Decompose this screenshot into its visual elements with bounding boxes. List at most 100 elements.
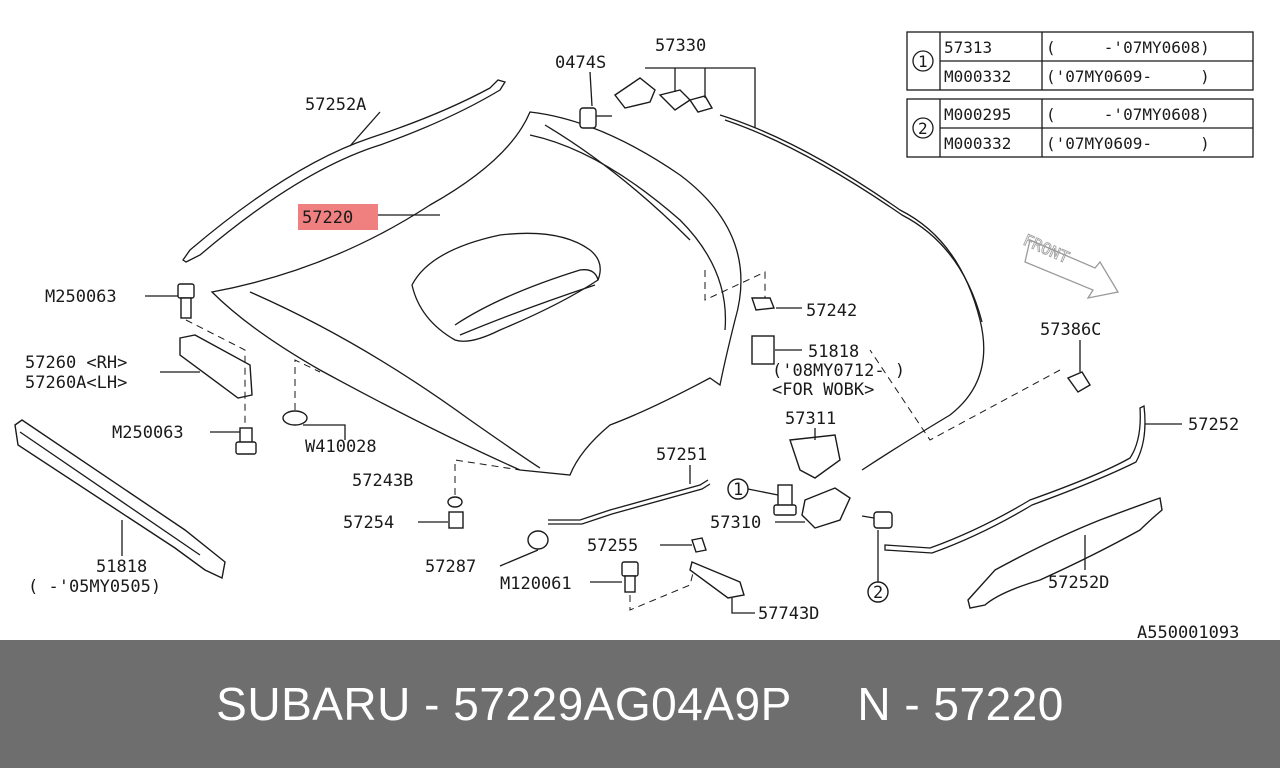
lock-clip-2-57330 <box>688 95 714 113</box>
bracket-57260 <box>179 334 253 399</box>
label-51818-upper-note1: ('08MY0712- ) <box>772 361 905 381</box>
bolt-m120061 <box>621 561 639 577</box>
label-51818-lower-note: ( -'05MY0505) <box>28 577 161 597</box>
buffer-57254 <box>448 511 464 529</box>
holder-57255 <box>691 537 707 553</box>
seal-57252d <box>967 497 1163 609</box>
hood-scoop-inner <box>454 269 599 326</box>
label-57251: 57251 <box>656 445 707 465</box>
table-1-marker <box>912 50 934 72</box>
lock-bracket-57330 <box>613 77 656 109</box>
bolt-m250063-upper-shank <box>180 297 192 319</box>
label-57243b: 57243B <box>352 471 413 491</box>
label-57242: 57242 <box>806 301 857 321</box>
lock-clip-57330 <box>658 89 692 111</box>
bolt-m120061-shank <box>624 575 636 593</box>
label-57254: 57254 <box>343 513 394 533</box>
label-51818-upper: 51818 <box>808 342 859 362</box>
label-57252a: 57252A <box>305 95 366 115</box>
leader-w410028 <box>303 424 346 440</box>
label-57386c: 57386C <box>1040 320 1101 340</box>
footer-banner: SUBARU - 57229AG04A9P N - 57220 <box>0 640 1280 768</box>
leader-57330 <box>645 67 756 128</box>
table-2-row-1-part: M000295 <box>944 105 1011 124</box>
label-57220: 57220 <box>302 208 353 228</box>
label-57310: 57310 <box>710 513 761 533</box>
front-label: FRONT <box>1020 230 1072 267</box>
bolt-m250063-lower-head <box>235 441 257 455</box>
seal-51818-lower <box>14 419 226 580</box>
hood-57220 <box>210 111 742 476</box>
hood-scoop <box>411 232 601 342</box>
grommet-57287 <box>527 530 549 550</box>
bolt-1 <box>777 484 793 508</box>
front-arrow <box>1024 239 1120 299</box>
table-2-marker <box>912 117 934 139</box>
guide-57242 <box>704 270 766 301</box>
table-1-row-2-part: M000332 <box>944 67 1011 86</box>
stay-57251 <box>548 479 709 521</box>
table-1-row-2-range: ('07MY0609- ) <box>1046 67 1210 86</box>
parts-diagram: 57252A 0474S 57330 57220 M250063 57260 <… <box>14 31 1254 640</box>
table-2-marker-label: 2 <box>918 119 928 138</box>
table-2-row-1-range: ( -'07MY0608) <box>1046 105 1210 124</box>
striker-57311 <box>789 434 841 479</box>
label-m120061: M120061 <box>500 574 572 594</box>
label-m250063-lower: M250063 <box>112 423 184 443</box>
leader-57287 <box>499 549 539 567</box>
guide-m120061 <box>629 564 696 611</box>
guide-57260 <box>185 319 246 425</box>
table-2-row-2-part: M000332 <box>944 134 1011 153</box>
buffer-57243b <box>447 496 463 508</box>
label-57252d: 57252D <box>1048 573 1109 593</box>
label-m250063-upper: M250063 <box>45 287 117 307</box>
label-57260a: 57260A<LH> <box>25 373 127 393</box>
lock-57310 <box>801 487 851 529</box>
grommet-w410028 <box>282 410 308 426</box>
label-marker-2: 2 <box>873 583 883 603</box>
bolt-2-shank <box>861 515 875 519</box>
table-2: 2 M000295 ( -'07MY0608) M000332 ('07MY06… <box>906 98 1254 158</box>
label-57330: 57330 <box>655 36 706 56</box>
label-w410028: W410028 <box>305 437 377 457</box>
guide-57243b <box>454 459 521 495</box>
weatherstrip-57252a <box>182 79 507 263</box>
bolt-1-head <box>773 504 797 516</box>
footer-part-number: SUBARU - 57229AG04A9P N - 57220 <box>216 678 1064 730</box>
guide-w410028 <box>294 359 321 410</box>
seal-51818-lower-edge <box>19 431 201 556</box>
hood-scoop-lip <box>459 284 596 336</box>
label-reference-code: A550001093 <box>1137 623 1239 640</box>
pad-51818-upper <box>751 335 775 365</box>
highlight-57220 <box>298 204 378 230</box>
label-57255: 57255 <box>587 536 638 556</box>
hood-ridge-line-2 <box>544 124 691 241</box>
bolt-2 <box>873 511 893 529</box>
label-51818-lower: 51818 <box>96 557 147 577</box>
marker-circle-2 <box>867 581 889 603</box>
stopper-57242 <box>751 297 775 311</box>
label-57743d: 57743D <box>758 604 819 624</box>
table-2-row-2-range: ('07MY0609- ) <box>1046 134 1210 153</box>
leader-57743d <box>731 598 755 614</box>
leader-57252a <box>349 111 381 147</box>
table-1-row-1-range: ( -'07MY0608) <box>1046 38 1210 57</box>
bolt-0474s <box>579 107 597 129</box>
bolt-m250063-upper <box>177 283 195 299</box>
leader-marker-1 <box>747 488 779 496</box>
label-0474s: 0474S <box>555 53 606 73</box>
bracket-57743d <box>689 561 745 599</box>
label-57287: 57287 <box>425 557 476 577</box>
diagram-canvas: 57252A 0474S 57330 57220 M250063 57260 <… <box>14 31 1254 640</box>
table-1-marker-label: 1 <box>918 52 928 71</box>
table-1-row-1-part: 57313 <box>944 38 992 57</box>
leader-0474s <box>589 71 593 107</box>
table-1: 1 57313 ( -'07MY0608) M000332 ('07MY0609… <box>906 31 1254 91</box>
guide-57386c <box>869 349 1061 441</box>
label-57260: 57260 <RH> <box>25 353 127 373</box>
hood-edge-line <box>249 291 541 469</box>
label-51818-upper-note2: <FOR WOBK> <box>772 380 874 400</box>
release-cable-outer <box>724 119 983 323</box>
label-57252: 57252 <box>1188 415 1239 435</box>
stay-57251-edge <box>548 483 711 525</box>
